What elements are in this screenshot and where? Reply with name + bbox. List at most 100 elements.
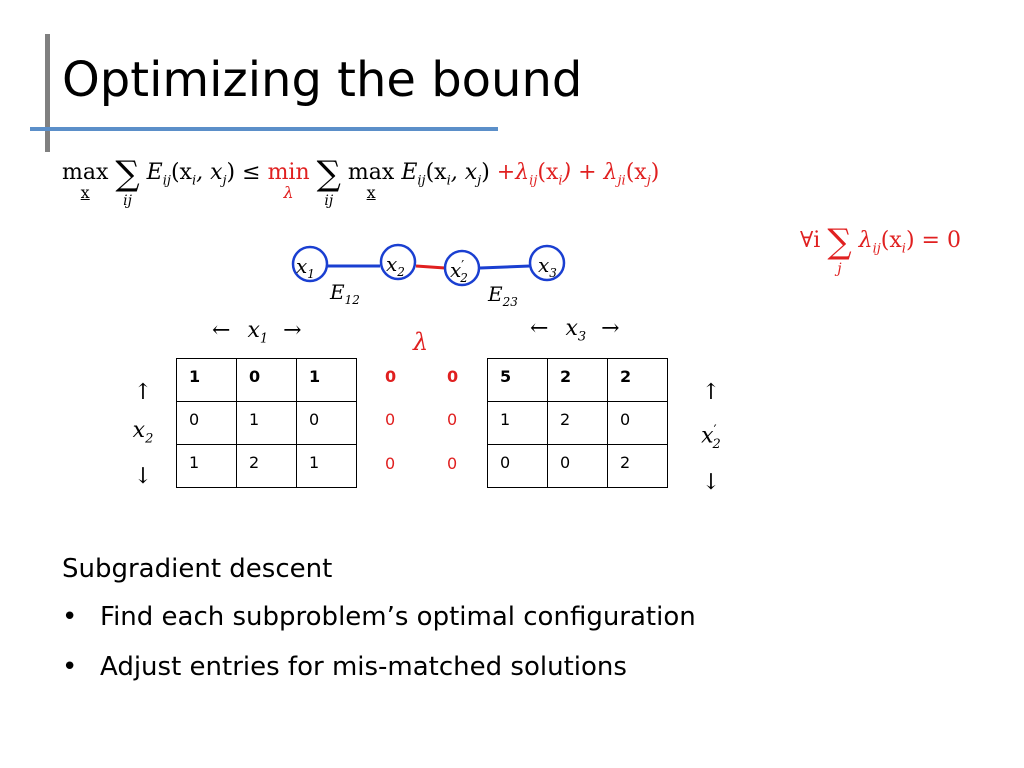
- node-x2prime: [443, 249, 481, 287]
- up-arrow-icon: ↑: [133, 380, 153, 405]
- edge-label-e23: E23: [488, 282, 518, 309]
- lambda-col1-value: 0: [385, 410, 396, 429]
- x3-axis-label: ← x3 →: [530, 316, 620, 345]
- constraint-sum: ∑ j: [827, 222, 851, 287]
- table-cell: 2: [607, 358, 668, 402]
- arg-end: ) ≤: [226, 160, 261, 185]
- table-cell: 1: [296, 358, 357, 402]
- energy-term-2: Eij(xi, xj): [401, 160, 490, 189]
- table-cell: 1: [487, 401, 548, 445]
- sum-operator-1: ∑ ij: [115, 154, 139, 219]
- table-cell: 0: [296, 401, 357, 445]
- table-row: 1 2 1: [176, 444, 357, 488]
- lambda-arg-open: (x: [537, 160, 559, 185]
- edge-x2prime-x3: [479, 264, 531, 270]
- energy-args-2: (x: [425, 160, 447, 185]
- lambda-plus-1: +λ: [496, 160, 530, 185]
- max-text: max: [62, 160, 109, 185]
- arg-mid-2: , x: [450, 160, 478, 185]
- bullet-text: Adjust entries for mis-matched solutions: [100, 652, 627, 682]
- energy-e: E: [146, 160, 163, 185]
- max-sub-x-2: x: [366, 183, 376, 202]
- lambda-arg-open-2: (x: [625, 160, 647, 185]
- forall-i: ∀i: [800, 228, 821, 253]
- table-row: 0 1 0: [176, 401, 357, 445]
- lambda-constraint: ∀i ∑ j λij(xi) = 0: [800, 222, 961, 287]
- title-accent-vertical: [45, 34, 50, 152]
- factor-graph: [291, 243, 566, 287]
- table-cell: 1: [176, 444, 237, 488]
- energy-e-2: E: [401, 160, 418, 185]
- energy-sub-2: ij: [417, 173, 426, 189]
- table-cell: 1: [296, 444, 357, 488]
- table-cell: 5: [487, 358, 548, 402]
- bullet-icon: •: [62, 602, 78, 632]
- constraint-arg-open: (x: [880, 228, 902, 253]
- table-cell: 0: [176, 401, 237, 445]
- lambda-label: λ: [413, 328, 429, 356]
- bullet-item: • Adjust entries for mis-matched solution…: [62, 652, 627, 682]
- sum-symbol: ∑: [115, 154, 140, 194]
- node-x3: [528, 244, 566, 282]
- lambda-col1-value: 0: [385, 454, 396, 473]
- body-heading: Subgradient descent: [62, 554, 333, 584]
- bullet-icon: •: [62, 652, 78, 682]
- lambda-col2-value: 0: [447, 367, 459, 386]
- table-cell: 2: [236, 444, 297, 488]
- left-arrow-icon: ←: [530, 316, 549, 341]
- x1-axis-label: ← x1 →: [212, 318, 302, 347]
- main-formula: max x ∑ ij Eij(xi, xj) ≤ min λ ∑ ij max …: [62, 154, 660, 219]
- edge-x2-x2prime: [415, 264, 446, 270]
- table-row: 0 0 2: [487, 444, 668, 488]
- lambda-col2-value: 0: [447, 454, 458, 473]
- table-cell: 0: [607, 401, 668, 445]
- min-operator: min λ: [268, 160, 310, 210]
- edge-label-e12: E12: [330, 280, 360, 307]
- max-operator: max x: [62, 160, 108, 210]
- node-x2-label: x2: [386, 252, 405, 279]
- table-row: 5 2 2: [487, 358, 668, 402]
- lambda-arg-close: ): [650, 160, 660, 185]
- table-cell: 1: [236, 401, 297, 445]
- constraint-sum-symbol: ∑: [827, 222, 852, 262]
- max-operator-2: max x: [348, 160, 394, 210]
- x2-vertical-label: ↑ x2 ↓: [118, 374, 168, 496]
- sum-symbol-2: ∑: [316, 154, 341, 194]
- node-x1: [291, 245, 329, 283]
- constraint-lambda-sub: ij: [872, 241, 881, 257]
- node-x2: [379, 243, 417, 281]
- min-sub-lambda: λ: [283, 183, 294, 202]
- node-x3-label: x3: [538, 253, 557, 280]
- min-text: min: [267, 160, 310, 185]
- bullet-text: Find each subproblem’s optimal configura…: [100, 602, 696, 632]
- table-cell: 1: [176, 358, 237, 402]
- energy-sub: ij: [162, 173, 171, 189]
- table-row: 1 2 0: [487, 401, 668, 445]
- lambda-col1-value: 0: [385, 367, 397, 386]
- down-arrow-icon: ↓: [133, 464, 153, 490]
- title-underline: [30, 127, 498, 131]
- arg-sub-i: i: [191, 173, 197, 189]
- table-cell: 2: [547, 358, 608, 402]
- x2prime-vertical-label: ↑ x′2 ↓: [686, 374, 736, 502]
- constraint-lambda: λ: [858, 228, 873, 253]
- constraint-arg-sub: i: [901, 241, 906, 257]
- right-arrow-icon: →: [601, 316, 620, 341]
- max-text-2: max: [347, 160, 395, 185]
- right-arrow-icon: →: [283, 318, 302, 343]
- down-arrow-icon: ↓: [701, 469, 721, 495]
- lambda-plus-2: ) + λ: [562, 160, 618, 185]
- arg-sub-i-2: i: [446, 173, 451, 189]
- lambda-arg-sub-i: i: [558, 173, 563, 189]
- lambda-sub-ij: ij: [529, 173, 538, 189]
- left-arrow-icon: ←: [212, 318, 231, 343]
- slide-title: Optimizing the bound: [62, 52, 583, 108]
- max-sub-x: x: [80, 183, 90, 202]
- up-arrow-icon: ↑: [701, 380, 721, 405]
- lambda-arg-sub-j: j: [646, 173, 651, 189]
- lambda-col2-value: 0: [447, 410, 458, 429]
- energy-term: Eij(xi, xj) ≤: [146, 160, 261, 189]
- table-cell: 2: [607, 444, 668, 488]
- sum-operator-2: ∑ ij: [317, 154, 341, 219]
- node-x2prime-label: x′2: [450, 258, 468, 285]
